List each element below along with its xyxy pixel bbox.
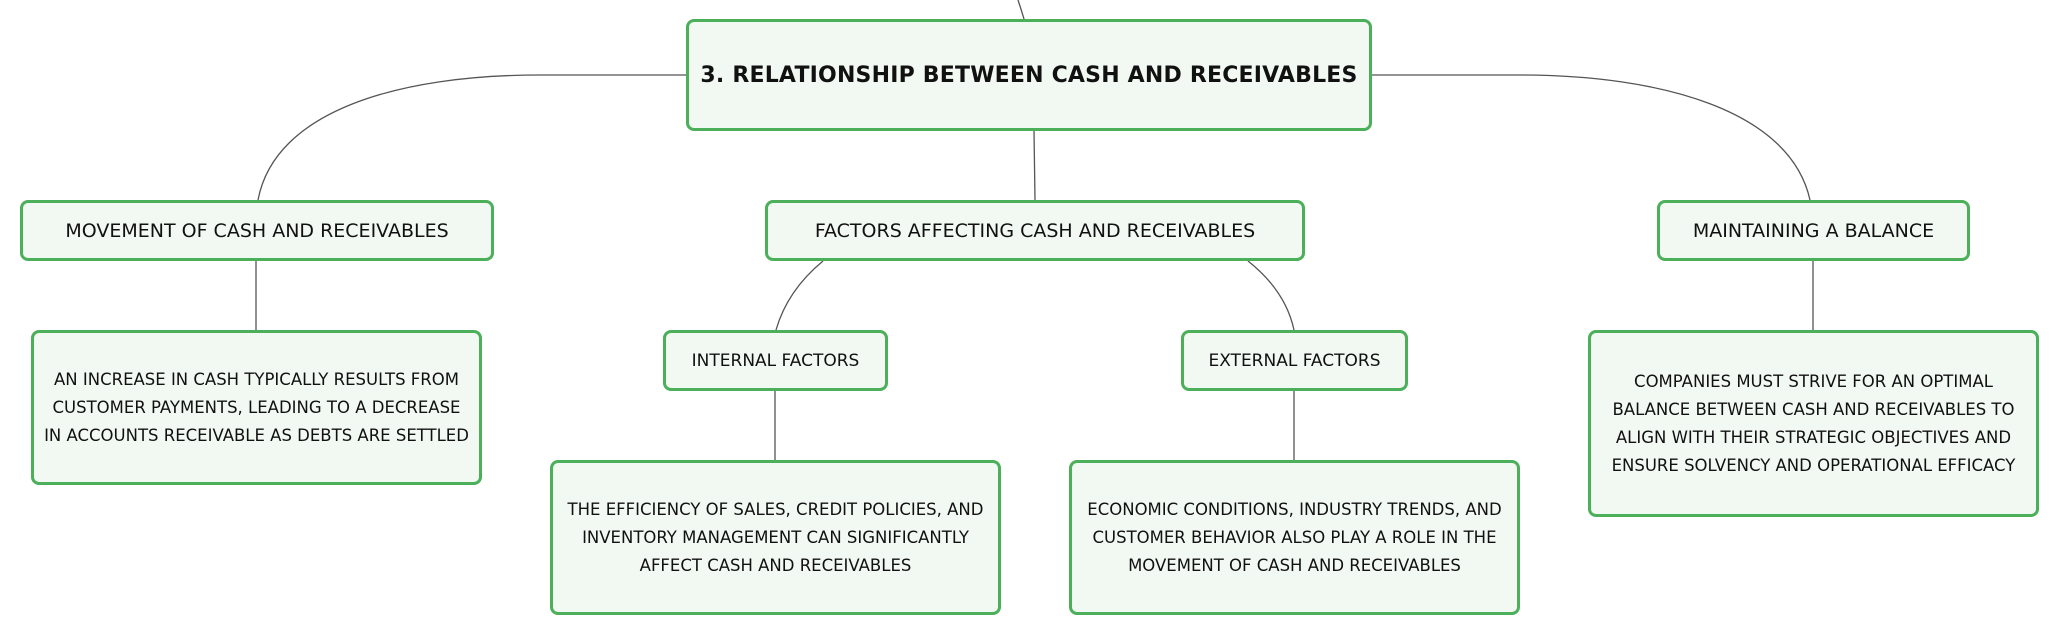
- balance-detail[interactable]: COMPANIES MUST STRIVE FOR AN OPTIMAL BAL…: [1588, 330, 2039, 517]
- subtopic-internal-factors[interactable]: INTERNAL FACTORS: [663, 330, 888, 391]
- connector-parent-root: [1017, 0, 1025, 20]
- subtopic-internal-factors-label: INTERNAL FACTORS: [691, 350, 860, 371]
- internal-factors-detail-text: THE EFFICIENCY OF SALES, CREDIT POLICIES…: [567, 499, 984, 575]
- connector-factors-external: [1247, 260, 1295, 331]
- subtopic-external-factors-label: EXTERNAL FACTORS: [1208, 350, 1381, 371]
- branch-balance[interactable]: MAINTAINING A BALANCE: [1657, 200, 1970, 261]
- connector-factors-internal: [775, 260, 824, 331]
- branch-factors[interactable]: FACTORS AFFECTING CASH AND RECEIVABLES: [765, 200, 1305, 261]
- external-factors-detail[interactable]: ECONOMIC CONDITIONS, INDUSTRY TRENDS, AN…: [1069, 460, 1520, 615]
- root-topic-label: 3. RELATIONSHIP BETWEEN CASH AND RECEIVA…: [700, 62, 1358, 88]
- subtopic-external-factors[interactable]: EXTERNAL FACTORS: [1181, 330, 1408, 391]
- root-topic[interactable]: 3. RELATIONSHIP BETWEEN CASH AND RECEIVA…: [686, 19, 1372, 131]
- balance-detail-text: COMPANIES MUST STRIVE FOR AN OPTIMAL BAL…: [1611, 371, 2016, 475]
- branch-factors-label: FACTORS AFFECTING CASH AND RECEIVABLES: [814, 219, 1256, 242]
- connector-root-movement: [257, 74, 686, 201]
- movement-detail[interactable]: AN INCREASE IN CASH TYPICALLY RESULTS FR…: [31, 330, 482, 485]
- branch-movement[interactable]: MOVEMENT OF CASH AND RECEIVABLES: [20, 200, 494, 261]
- connector-root-factors: [1033, 130, 1036, 201]
- external-factors-detail-text: ECONOMIC CONDITIONS, INDUSTRY TRENDS, AN…: [1087, 499, 1502, 575]
- internal-factors-detail[interactable]: THE EFFICIENCY OF SALES, CREDIT POLICIES…: [550, 460, 1001, 615]
- branch-balance-label: MAINTAINING A BALANCE: [1692, 219, 1935, 242]
- movement-detail-text: AN INCREASE IN CASH TYPICALLY RESULTS FR…: [44, 369, 469, 445]
- branch-movement-label: MOVEMENT OF CASH AND RECEIVABLES: [65, 219, 449, 242]
- connector-root-balance: [1372, 74, 1811, 201]
